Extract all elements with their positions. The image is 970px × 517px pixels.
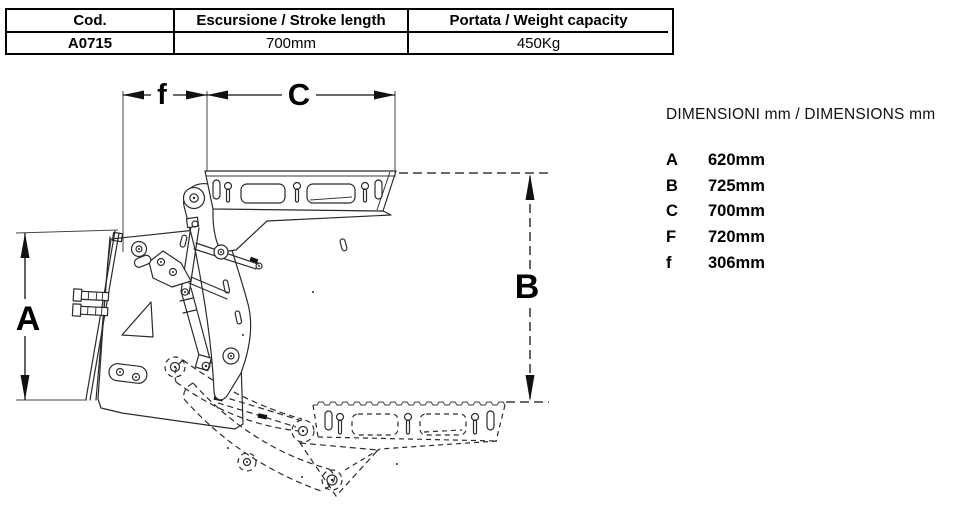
dimension-label: A bbox=[666, 151, 678, 170]
header-cod: Cod. bbox=[73, 12, 107, 29]
frame-slot bbox=[108, 363, 148, 384]
dim-label-C: C bbox=[288, 77, 310, 112]
header-weight-capacity: Portata / Weight capacity bbox=[407, 10, 668, 31]
dim-label-f: f bbox=[157, 79, 167, 111]
upper-platform bbox=[182, 170, 397, 260]
header-stroke-length: Escursione / Stroke length bbox=[173, 10, 407, 31]
value-cod: A0715 bbox=[7, 31, 173, 53]
dimension-item-f: f 306mm bbox=[666, 250, 966, 276]
value-stroke-length: 700mm bbox=[173, 31, 407, 53]
dimension-label: C bbox=[666, 202, 678, 221]
dimension-value: 620mm bbox=[708, 151, 765, 170]
platform-pins bbox=[335, 412, 480, 435]
dimensions-list: A 620mm B 725mm C 700mm F 720mm f 306mm bbox=[666, 148, 966, 276]
dimension-value: 725mm bbox=[708, 176, 765, 195]
dimension-value: 306mm bbox=[708, 253, 765, 272]
value-weight-capacity: 450Kg bbox=[407, 31, 668, 53]
dim-label-A: A bbox=[16, 300, 41, 338]
dimension-label: f bbox=[666, 253, 672, 272]
hydraulic-cylinder bbox=[133, 216, 263, 372]
spec-table: Cod. Escursione / Stroke length Portata … bbox=[5, 8, 674, 55]
lift-arm bbox=[183, 183, 252, 401]
spec-table-header-row: Cod. Escursione / Stroke length Portata … bbox=[7, 10, 672, 31]
platform-pins bbox=[223, 181, 370, 203]
dimension-item-A: A 620mm bbox=[666, 148, 966, 174]
dimension-f: f bbox=[122, 79, 208, 252]
dim-label-B: B bbox=[515, 268, 540, 306]
dimension-item-B: B 725mm bbox=[666, 174, 966, 200]
spec-table-value-row: A0715 700mm 450Kg bbox=[7, 31, 672, 53]
dimensions-legend: DIMENSIONI mm / DIMENSIONS mm A 620mm B … bbox=[666, 106, 966, 276]
dimension-label: B bbox=[666, 176, 678, 195]
dimension-B: B bbox=[399, 172, 549, 403]
hose-fittings bbox=[71, 288, 110, 317]
lowered-platform-dashed bbox=[291, 401, 506, 471]
center-dots bbox=[227, 291, 398, 478]
dimension-value: 720mm bbox=[708, 228, 765, 247]
dimension-C: C bbox=[207, 77, 396, 177]
dimension-value: 700mm bbox=[708, 202, 765, 221]
dimensions-title: DIMENSIONI mm / DIMENSIONS mm bbox=[666, 106, 936, 123]
dimension-item-F: F 720mm bbox=[666, 225, 966, 251]
dimension-label: F bbox=[666, 228, 677, 247]
dimension-A: A bbox=[16, 229, 119, 401]
dimension-item-C: C 700mm bbox=[666, 199, 966, 225]
